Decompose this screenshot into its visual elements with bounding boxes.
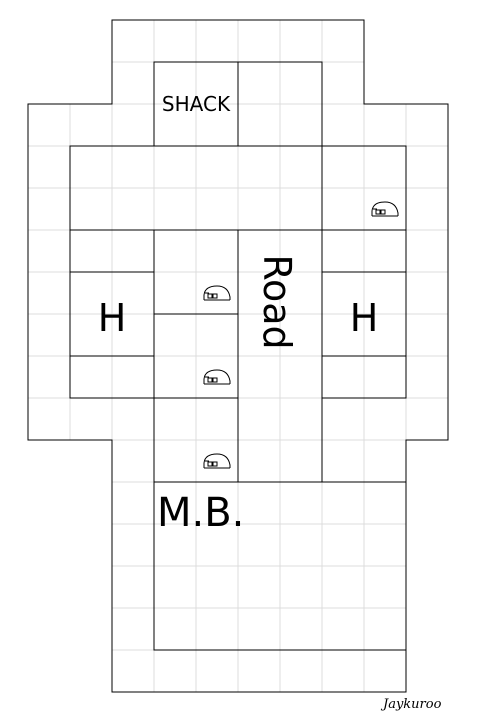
mb-building <box>153 481 407 651</box>
house-right-label: H <box>350 296 379 340</box>
property-outline <box>27 19 449 693</box>
house-right-block <box>321 229 407 399</box>
car-icon <box>203 285 231 301</box>
car-icon <box>203 369 231 385</box>
car-icon <box>371 201 399 217</box>
house-left-label: H <box>98 296 127 340</box>
mb-label: M.B. <box>157 490 244 536</box>
shack-label: SHACK <box>162 92 231 116</box>
car-icon <box>203 453 231 469</box>
artist-signature: Jaykuroo <box>380 697 442 712</box>
road-label: Road <box>255 254 299 349</box>
